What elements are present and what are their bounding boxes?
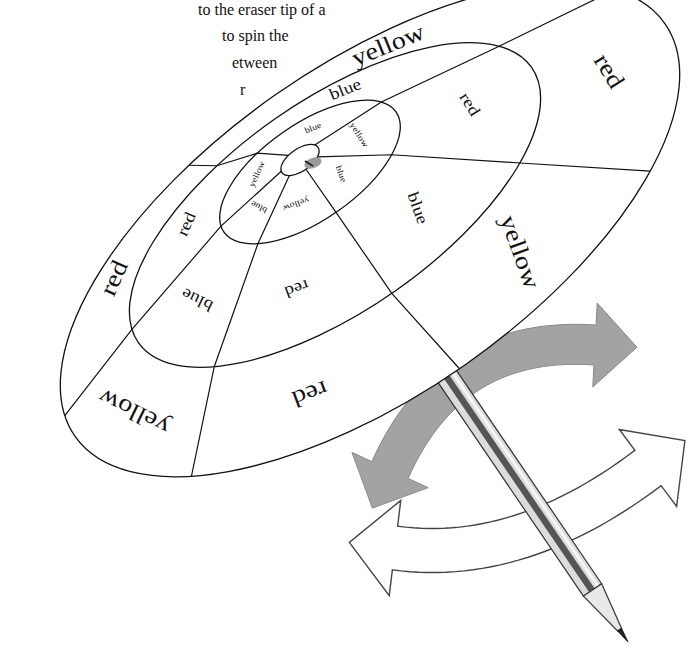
- page-text-fragment: to spin the: [222, 28, 289, 44]
- spinner-hole: [276, 138, 325, 181]
- sector-divider: [315, 0, 615, 145]
- spin-arrow: [349, 429, 685, 595]
- sector-divider: [191, 176, 289, 477]
- page-text-fragment: etween: [232, 55, 277, 71]
- pencil-cone: [583, 584, 621, 631]
- page-text-fragment: r: [240, 82, 245, 98]
- page-text-fragment: to the eraser tip of a: [198, 2, 326, 18]
- sector-divider: [65, 171, 281, 415]
- pencil-eraser-end: [303, 155, 323, 171]
- pencil-in-hole: [305, 161, 313, 166]
- sector-divider: [317, 155, 650, 171]
- outer-disk-edge: [0, 0, 690, 572]
- inner-ring-edge: [196, 72, 423, 271]
- pencil-lead: [618, 628, 628, 642]
- middle-ring-edge: [78, 0, 592, 429]
- sector-divider: [306, 169, 459, 369]
- sector-divider: [189, 153, 289, 166]
